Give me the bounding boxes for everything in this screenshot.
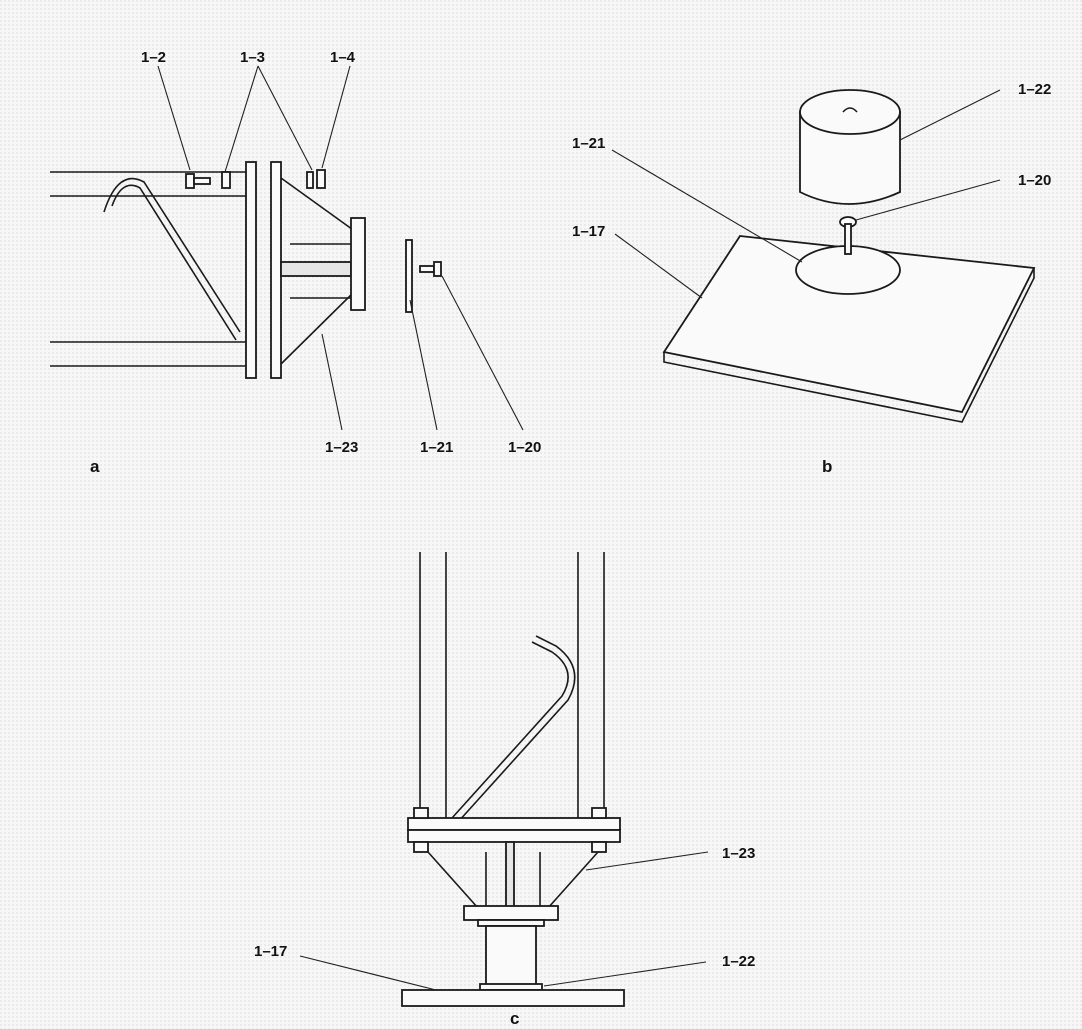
label-b-1-22: 1–22	[1018, 81, 1051, 98]
cylinder-foot-c	[479, 983, 543, 991]
label-a-1-3: 1–3	[240, 49, 265, 66]
stand-cone-c	[427, 851, 599, 909]
label-c-1-23: 1–23	[722, 845, 755, 862]
leader-a-1-4	[321, 65, 351, 169]
leader-b-1-22	[899, 89, 1001, 141]
washer-c	[477, 919, 545, 927]
mast-flange-plate	[245, 161, 257, 379]
caption-b: b	[822, 457, 832, 476]
brace-outer	[111, 184, 237, 341]
leader-b-1-17	[614, 233, 703, 299]
label-c-1-17: 1–17	[254, 943, 287, 960]
label-a-1-4: 1–4	[330, 49, 356, 66]
stand-rod-c	[505, 841, 515, 909]
cylinder-1-22-b	[799, 89, 901, 205]
label-b-1-17: 1–17	[572, 223, 605, 240]
figure-b-drawing	[611, 89, 1036, 423]
stand-ribs	[290, 243, 352, 299]
screw-1-20-b	[839, 216, 857, 255]
stand-end-disc	[350, 217, 366, 311]
label-c-1-22: 1–22	[722, 953, 755, 970]
leader-b-1-21	[611, 149, 803, 263]
brace-c-outer	[451, 641, 569, 819]
base-flange-plate	[270, 161, 282, 379]
mast-column-right	[577, 552, 605, 820]
base-flange-c	[407, 829, 621, 843]
base-plate-edge	[663, 268, 1035, 423]
figure-a-drawing	[50, 65, 524, 431]
stand-cone-edges	[280, 177, 357, 365]
caption-a: a	[90, 457, 100, 476]
label-b-1-21: 1–21	[572, 135, 605, 152]
mast-flange-c	[407, 817, 621, 831]
stand-center-rod	[280, 261, 352, 277]
cylinder-1-22-c	[485, 925, 537, 987]
leader-a-1-23	[321, 333, 343, 431]
mast-tube-top	[50, 171, 246, 197]
stand-end-disc-c	[463, 905, 559, 921]
leader-c-1-23	[585, 851, 709, 871]
figure-c-drawing	[299, 552, 709, 1007]
base-plate-1-17	[662, 235, 1036, 414]
label-a-1-21: 1–21	[420, 439, 453, 456]
bolt-1-2	[185, 173, 211, 189]
leader-a-1-20	[441, 275, 524, 431]
mast-column-left	[419, 552, 447, 820]
mast-tube-bottom	[50, 341, 246, 367]
leader-c-1-22	[543, 961, 707, 987]
nut-washer-1-3-1-4-right	[306, 169, 326, 189]
leader-a-1-3	[224, 65, 313, 173]
screw-1-20	[419, 261, 442, 277]
leader-a-1-2	[157, 65, 191, 171]
washer-1-3-left	[221, 171, 231, 189]
leader-b-1-20	[855, 179, 1001, 221]
label-b-1-20: 1–20	[1018, 172, 1051, 189]
stand-ribs-c	[485, 852, 541, 906]
caption-c: c	[510, 1009, 519, 1028]
flange-bolts-c	[413, 807, 607, 853]
label-a-1-23: 1–23	[325, 439, 358, 456]
leader-c-1-17	[299, 955, 437, 991]
brace-c-inner	[457, 635, 576, 823]
brace-inner	[103, 177, 241, 333]
leader-a-1-21	[409, 299, 438, 431]
base-plate-1-17-c	[401, 989, 625, 1007]
washer-disc-1-21	[405, 239, 413, 313]
label-a-1-20: 1–20	[508, 439, 541, 456]
label-a-1-2: 1–2	[141, 49, 166, 66]
